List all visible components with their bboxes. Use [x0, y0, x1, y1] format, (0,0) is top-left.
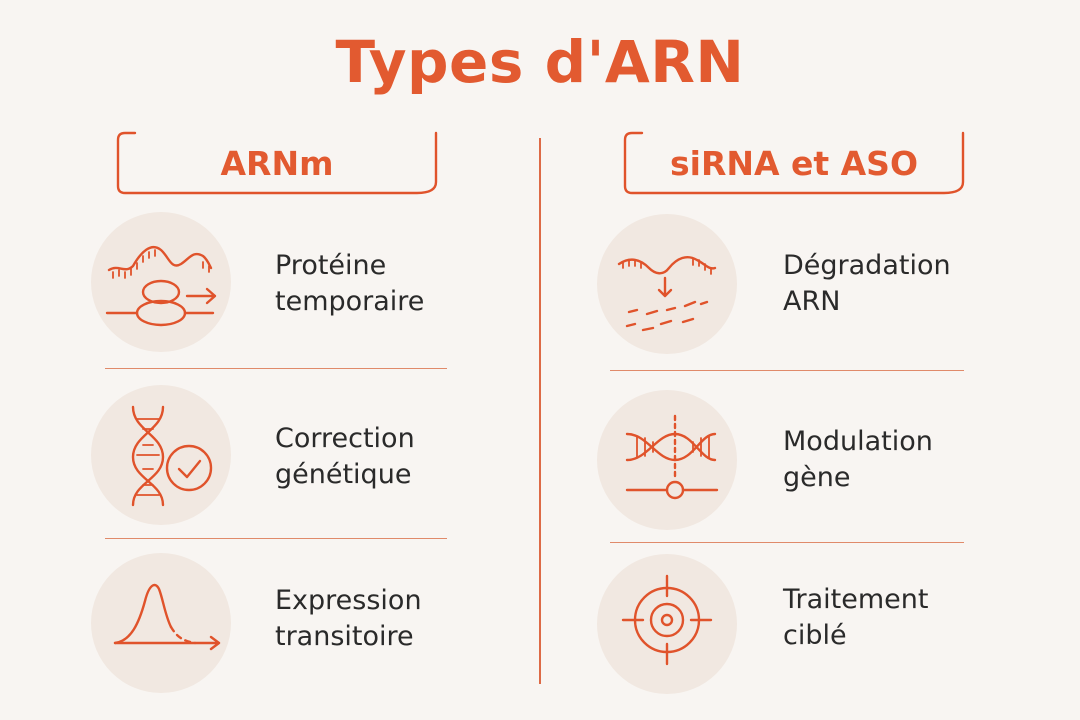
center-divider — [539, 138, 541, 684]
rna-degradation-icon — [597, 214, 737, 354]
column-sirna-aso: siRNA et ASO Dégradation ARN — [540, 0, 1080, 720]
item-label-line1: Dégradation — [783, 250, 951, 281]
item-label-line2: ARN — [783, 286, 841, 317]
list-item: Traitement ciblé — [540, 554, 1080, 704]
mrna-ribosome-icon — [91, 212, 231, 352]
item-label-line1: Correction — [275, 423, 415, 454]
row-divider — [610, 370, 964, 371]
column-header-sirna-aso: siRNA et ASO — [623, 131, 965, 195]
header-bracket-frame — [116, 131, 438, 195]
item-label-line2: temporaire — [275, 286, 425, 317]
item-label-line2: génétique — [275, 459, 412, 490]
dna-modulation-icon — [597, 390, 737, 530]
item-label: Correction génétique — [275, 421, 495, 493]
target-icon — [597, 554, 737, 694]
row-divider — [105, 368, 447, 369]
column-header-mrna: ARNm — [116, 131, 438, 195]
item-label-line1: Protéine — [275, 250, 387, 281]
list-item: Dégradation ARN — [540, 214, 1080, 364]
item-label: Modulation gène — [783, 424, 1003, 496]
item-label-line2: gène — [783, 462, 851, 493]
item-label: Expression transitoire — [275, 583, 495, 655]
item-label: Protéine temporaire — [275, 248, 495, 320]
expression-curve-icon — [91, 553, 231, 693]
item-label-line1: Expression — [275, 585, 422, 616]
item-label-line1: Modulation — [783, 426, 933, 457]
list-item: Modulation gène — [540, 390, 1080, 540]
list-item: Protéine temporaire — [0, 212, 540, 362]
row-divider — [610, 542, 964, 543]
page-title: Types d'ARN — [335, 28, 745, 96]
column-header-label: siRNA et ASO — [669, 144, 918, 183]
item-label-line2: transitoire — [275, 621, 414, 652]
item-label: Traitement ciblé — [783, 582, 1003, 654]
header-bracket-frame — [623, 131, 965, 195]
row-divider — [105, 538, 447, 539]
column-header-label: ARNm — [220, 144, 334, 183]
item-label-line1: Traitement — [783, 584, 929, 615]
list-item: Correction génétique — [0, 385, 540, 535]
item-label: Dégradation ARN — [783, 248, 1003, 320]
list-item: Expression transitoire — [0, 553, 540, 703]
column-mrna: ARNm Protéine temporaire — [0, 131, 540, 703]
dna-check-icon — [91, 385, 231, 525]
item-label-line2: ciblé — [783, 620, 847, 651]
